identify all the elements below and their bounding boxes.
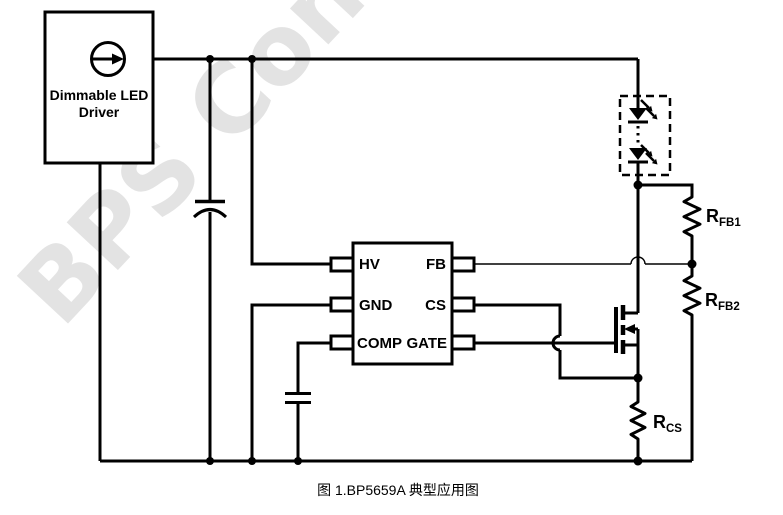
pin-label-comp: COMP [357,335,402,352]
wire-cs-upper [474,303,562,336]
wire-hv-supply [250,59,331,266]
junction-dot [206,55,214,63]
rfb2-subscript: FB2 [718,301,740,313]
rcs-subscript: CS [666,423,682,435]
rcs-symbol: R [653,412,666,432]
mosfet [614,305,638,354]
junction-dot [294,457,302,465]
wire-gnd [250,303,331,461]
wire-rfb1-branch [638,183,694,192]
label-rfb1: RFB1 [706,206,741,229]
current-source-icon [90,41,126,77]
wire-cs-lower [558,350,638,380]
pin-label-fb: FB [426,256,446,273]
led-string [618,94,672,177]
input-capacitor [192,199,228,219]
light-arrow-head-icon [651,158,658,165]
pin-stub-cs [450,296,476,313]
light-arrow-icon [645,152,655,162]
light-arrow-icon [645,107,655,117]
pin-stub-gate [450,334,476,351]
wiring [98,57,694,463]
pin-label-gnd: GND [359,297,393,314]
pin-stub-hv [329,256,355,273]
driver-label-line2: Driver [79,104,120,120]
wire-comp-upper [296,341,331,392]
resistor-rfb2 [682,264,702,461]
light-arrow-head-icon [651,113,658,120]
dimmable-led-driver: Dimmable LED Driver [43,10,155,165]
light-arrow-icon [640,99,650,109]
capacitor-plate-curved [192,208,228,219]
light-arrow-icon [640,144,650,154]
pin-stub-fb [450,256,476,273]
pin-label-hv: HV [359,256,380,273]
mosfet-body-arrow-icon [624,324,635,334]
junction-dots [206,55,697,466]
rfb2-symbol: R [705,290,718,310]
junction-dot [248,55,256,63]
junction-dot [206,457,214,465]
rfb1-symbol: R [706,206,719,226]
pin-stub-gnd [329,296,355,313]
led-diode-icon [629,108,647,120]
resistor-rcs [629,378,647,461]
driver-box [43,10,155,165]
junction-dot [633,180,643,190]
rfb1-subscript: FB1 [719,217,741,229]
chip-body [351,241,454,366]
controller-chip: HV GND COMP FB CS GATE [329,241,476,366]
pin-label-cs: CS [425,297,446,314]
pin-label-gate: GATE [406,335,447,352]
resistor-rfb1 [682,192,702,264]
label-rfb2: RFB2 [705,290,740,313]
wire-fb-hop [630,256,646,265]
junction-dot [248,457,256,465]
driver-label-line1: Dimmable LED [50,87,149,103]
current-arrow-head-icon [112,53,124,65]
label-rcs: RCS [653,412,682,435]
comp-capacitor [285,392,311,404]
led-diode-icon [629,148,647,160]
led-light-arrows [640,99,658,165]
figure-caption: 图 1.BP5659A 典型应用图 [317,482,479,498]
pin-stub-comp [329,334,355,351]
